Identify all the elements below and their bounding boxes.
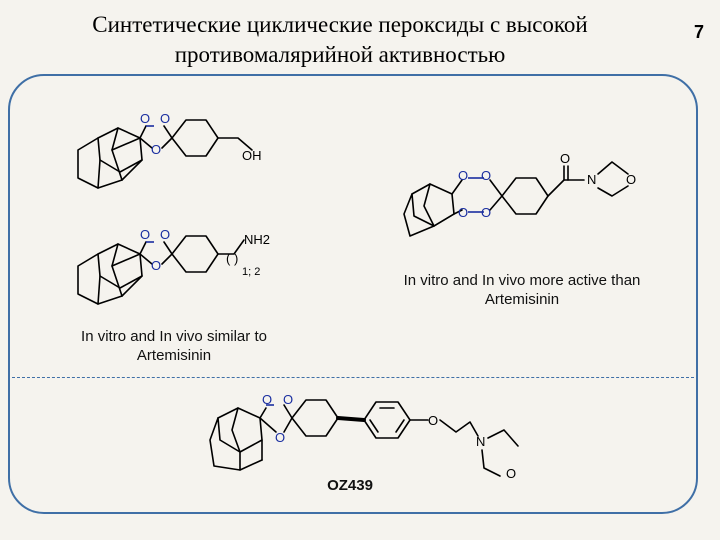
morpholine-ring-2 [481, 429, 519, 477]
atom-n-1: N [587, 172, 596, 187]
morpholine-ring-1 [597, 161, 629, 197]
adamantane-cage-1 [77, 127, 143, 189]
cyclohexane-ring-1 [171, 119, 253, 157]
atom-o-13: O [283, 392, 293, 407]
slide-title: Синтетические циклические пероксиды с вы… [92, 12, 588, 67]
cyclohexane-ring-4 [291, 399, 366, 437]
label-subscript: 1; 2 [242, 266, 260, 278]
molecule-3: O O O O O N O [403, 151, 636, 237]
atom-o-4: O [140, 227, 150, 242]
atom-o-1: O [140, 111, 150, 126]
atom-n-2: N [476, 434, 485, 449]
atom-o-ether: O [428, 413, 438, 428]
atom-o-10: O [481, 205, 491, 220]
atom-o-14: O [275, 430, 285, 445]
molecule-2: O O O NH2 ( ) 1; 2 [77, 227, 270, 305]
slide-number: 7 [693, 22, 704, 42]
adamantane-cage-2 [77, 243, 143, 305]
molecule-1: O O O OH [77, 111, 262, 189]
benzene-ring [363, 401, 429, 439]
atom-o-5: O [160, 227, 170, 242]
atom-o-12: O [262, 392, 272, 407]
atom-o-11: O [626, 172, 636, 187]
ozonide-ring-3 [259, 404, 293, 433]
atom-o-9: O [458, 205, 468, 220]
atom-o-7: O [458, 168, 468, 183]
dashed-divider [12, 377, 694, 378]
ethyl-linker [439, 419, 479, 437]
cyclohexane-ring-2 [171, 235, 245, 273]
atom-o-carbonyl: O [560, 151, 570, 166]
label-oh: OH [242, 148, 262, 163]
label-nh2: NH2 [244, 232, 270, 247]
atom-o-6: O [151, 258, 161, 273]
caption-more-active: In vitro and In vivo more active than Ar… [403, 272, 641, 308]
label-paren: ( ) [226, 251, 238, 266]
caption-oz439: OZ439 [327, 477, 373, 494]
cyclohexane-ring-3 [501, 165, 585, 215]
caption-similar: In vitro and In vivo similar to Artemisi… [81, 328, 267, 364]
content-frame [8, 74, 698, 514]
atom-o-8: O [481, 168, 491, 183]
molecule-oz439: O O O O N O [209, 392, 519, 481]
adamantane-cage-3 [403, 183, 455, 237]
atom-o-3: O [151, 142, 161, 157]
atom-o-2: O [160, 111, 170, 126]
adamantane-cage-4 [209, 407, 263, 471]
atom-o-15: O [506, 466, 516, 481]
